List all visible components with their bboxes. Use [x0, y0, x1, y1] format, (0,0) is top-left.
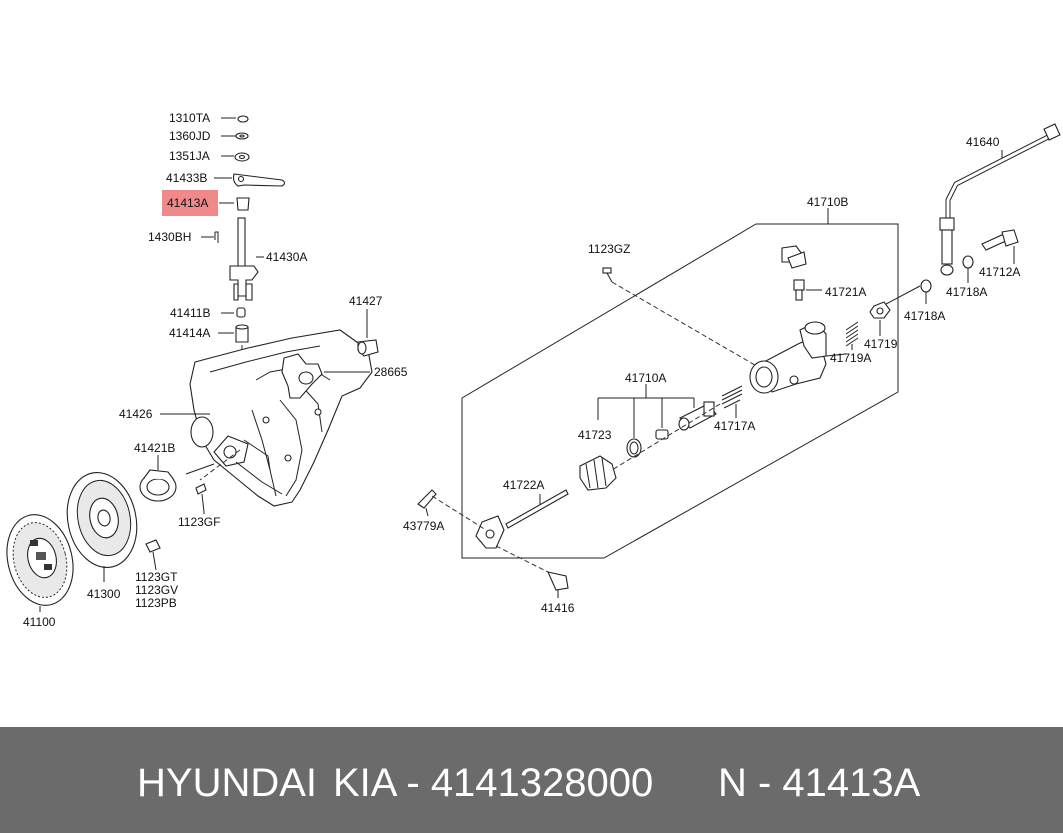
label-41414A: 41414A	[169, 326, 210, 340]
label-41426: 41426	[119, 407, 153, 421]
label-1430BH: 1430BH	[148, 230, 191, 244]
part-41717A	[611, 385, 743, 471]
label-41411B: 41411B	[170, 306, 210, 320]
label-1123GV: 1123GV	[135, 583, 178, 597]
label-41717A: 41717A	[714, 419, 755, 433]
part-41721A	[781, 245, 822, 301]
label-41719: 41719	[864, 337, 898, 351]
label-41723: 41723	[578, 428, 612, 442]
label-41721A: 41721A	[825, 285, 866, 299]
transmission-housing	[185, 329, 373, 507]
label-41300: 41300	[87, 587, 121, 601]
footer-bar: HYUNDAI KIA - 4141328000 N - 41413A	[0, 727, 1063, 833]
part-1123GF	[195, 483, 207, 514]
label-1123GZ: 1123GZ	[588, 242, 630, 256]
release-cylinder-box	[461, 208, 899, 559]
label-41722A: 41722A	[503, 478, 544, 492]
release-cylinder-body	[749, 321, 847, 394]
label-41640: 41640	[966, 135, 1000, 149]
part-41416	[495, 545, 569, 598]
parts-diagram: 1310TA 1360JD 1351JA 41433B 41413A 1430B…	[6, 111, 1061, 629]
part-41100	[6, 514, 74, 612]
footer-part-number: KIA - 4141328000	[333, 761, 654, 805]
part-41722A	[475, 489, 569, 549]
part-1123GZ	[602, 267, 761, 369]
part-28665	[281, 353, 370, 399]
label-41430A: 41430A	[266, 250, 307, 264]
label-1310TA: 1310TA	[169, 111, 210, 125]
part-41427	[357, 309, 379, 357]
label-1123PB: 1123PB	[135, 596, 177, 610]
highlight-box	[162, 190, 218, 216]
label-41433B: 41433B	[166, 171, 207, 185]
part-1123GT	[145, 539, 161, 571]
label-41427: 41427	[349, 294, 383, 308]
label-1351JA: 1351JA	[169, 149, 210, 163]
label-43779A: 43779A	[403, 519, 444, 533]
label-41416: 41416	[541, 601, 575, 615]
label-41718A-1: 41718A	[904, 309, 945, 323]
label-41100: 41100	[23, 615, 56, 629]
label-1123GT: 1123GT	[135, 570, 178, 584]
label-41710A: 41710A	[625, 371, 666, 385]
part-41712A	[981, 229, 1019, 264]
label-41718A-2: 41718A	[946, 285, 987, 299]
part-41719A	[845, 321, 859, 350]
shift-shaft-assembly	[201, 115, 286, 451]
label-41421B: 41421B	[134, 441, 175, 455]
label-41710B: 41710B	[807, 195, 848, 209]
label-28665: 28665	[374, 365, 408, 379]
part-41640	[939, 123, 1061, 276]
label-1360JD: 1360JD	[169, 129, 211, 143]
callout-labels: 1310TA 1360JD 1351JA 41433B 41413A 1430B…	[23, 111, 1020, 629]
part-41710A	[579, 384, 717, 491]
label-1123GF: 1123GF	[178, 515, 220, 529]
part-41719	[869, 285, 921, 336]
label-41719A: 41719A	[830, 351, 871, 365]
part-41421B	[139, 455, 177, 502]
label-41413A: 41413A	[167, 196, 208, 210]
part-41718A	[920, 255, 974, 304]
footer-brand: HYUNDAI	[137, 761, 318, 805]
footer-reference: N - 41413A	[718, 761, 921, 805]
part-43779A	[417, 489, 487, 531]
part-41300	[66, 471, 138, 582]
label-41712A: 41712A	[979, 265, 1020, 279]
